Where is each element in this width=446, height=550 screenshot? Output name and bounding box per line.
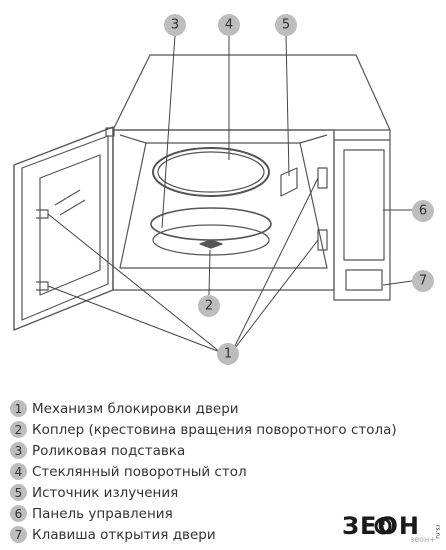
legend: 1 Механизм блокировки двери 2 Коплер (кр…	[10, 398, 410, 545]
door-window	[39, 154, 101, 296]
callout-3	[164, 14, 186, 36]
callout-4	[218, 14, 240, 36]
svg-text:3: 3	[171, 18, 179, 33]
callout-6	[412, 200, 434, 222]
door-latch-bottom	[36, 281, 49, 291]
callout-1	[217, 343, 239, 365]
svg-text:7: 7	[419, 274, 427, 289]
glass-turntable	[152, 147, 270, 197]
legend-label: Панель управления	[32, 505, 173, 522]
svg-text:5: 5	[282, 18, 290, 33]
door	[13, 126, 114, 331]
legend-label: Стеклянный поворотный стол	[32, 463, 247, 480]
svg-text:ЗЕОН: ЗЕОН	[342, 512, 420, 540]
legend-number: 4	[10, 463, 27, 480]
legend-number: 3	[10, 442, 27, 459]
legend-label: Механизм блокировки двери	[32, 400, 239, 417]
svg-text:rs.ru: rs.ru	[434, 525, 441, 539]
legend-label: Источник излучения	[32, 484, 179, 501]
callout-2	[198, 295, 220, 317]
svg-text:2: 2	[205, 299, 213, 314]
coupler	[199, 239, 223, 249]
legend-item: 7 Клавиша открытия двери	[10, 524, 410, 545]
callout-5	[275, 14, 297, 36]
legend-number: 1	[10, 400, 27, 417]
door-release-button	[345, 269, 383, 291]
svg-text:1: 1	[224, 347, 232, 362]
roller-ring	[150, 207, 272, 241]
legend-number: 7	[10, 526, 27, 543]
callout-7	[412, 270, 434, 292]
control-panel	[343, 149, 385, 261]
legend-number: 5	[10, 484, 27, 501]
legend-item: 1 Механизм блокировки двери	[10, 398, 410, 419]
legend-item: 6 Панель управления	[10, 503, 410, 524]
waveguide-cover	[280, 167, 298, 197]
svg-text:зеон+: зеон+	[410, 535, 436, 544]
legend-item: 3 Роликовая подставка	[10, 440, 410, 461]
legend-label: Клавиша открытия двери	[32, 526, 216, 543]
legend-label: Коплер (крестовина вращения поворотного …	[32, 421, 397, 438]
microwave-diagram: 3 4 5 2 6 7 1	[13, 14, 434, 365]
legend-label: Роликовая подставка	[32, 442, 186, 459]
lock-slot-top	[317, 167, 328, 189]
legend-item: 5 Источник излучения	[10, 482, 410, 503]
cavity-interior	[119, 142, 328, 269]
legend-number: 2	[10, 421, 27, 438]
cabinet-top	[112, 54, 391, 131]
legend-item: 2 Коплер (крестовина вращения поворотног…	[10, 419, 410, 440]
brand-logo: ЗЕОН зеон+ rs.ru	[342, 512, 441, 544]
svg-text:4: 4	[225, 18, 233, 33]
legend-number: 6	[10, 505, 27, 522]
cavity-frame	[112, 129, 335, 291]
legend-item: 4 Стеклянный поворотный стол	[10, 461, 410, 482]
svg-text:6: 6	[419, 204, 427, 219]
door-latch-top	[36, 209, 49, 219]
